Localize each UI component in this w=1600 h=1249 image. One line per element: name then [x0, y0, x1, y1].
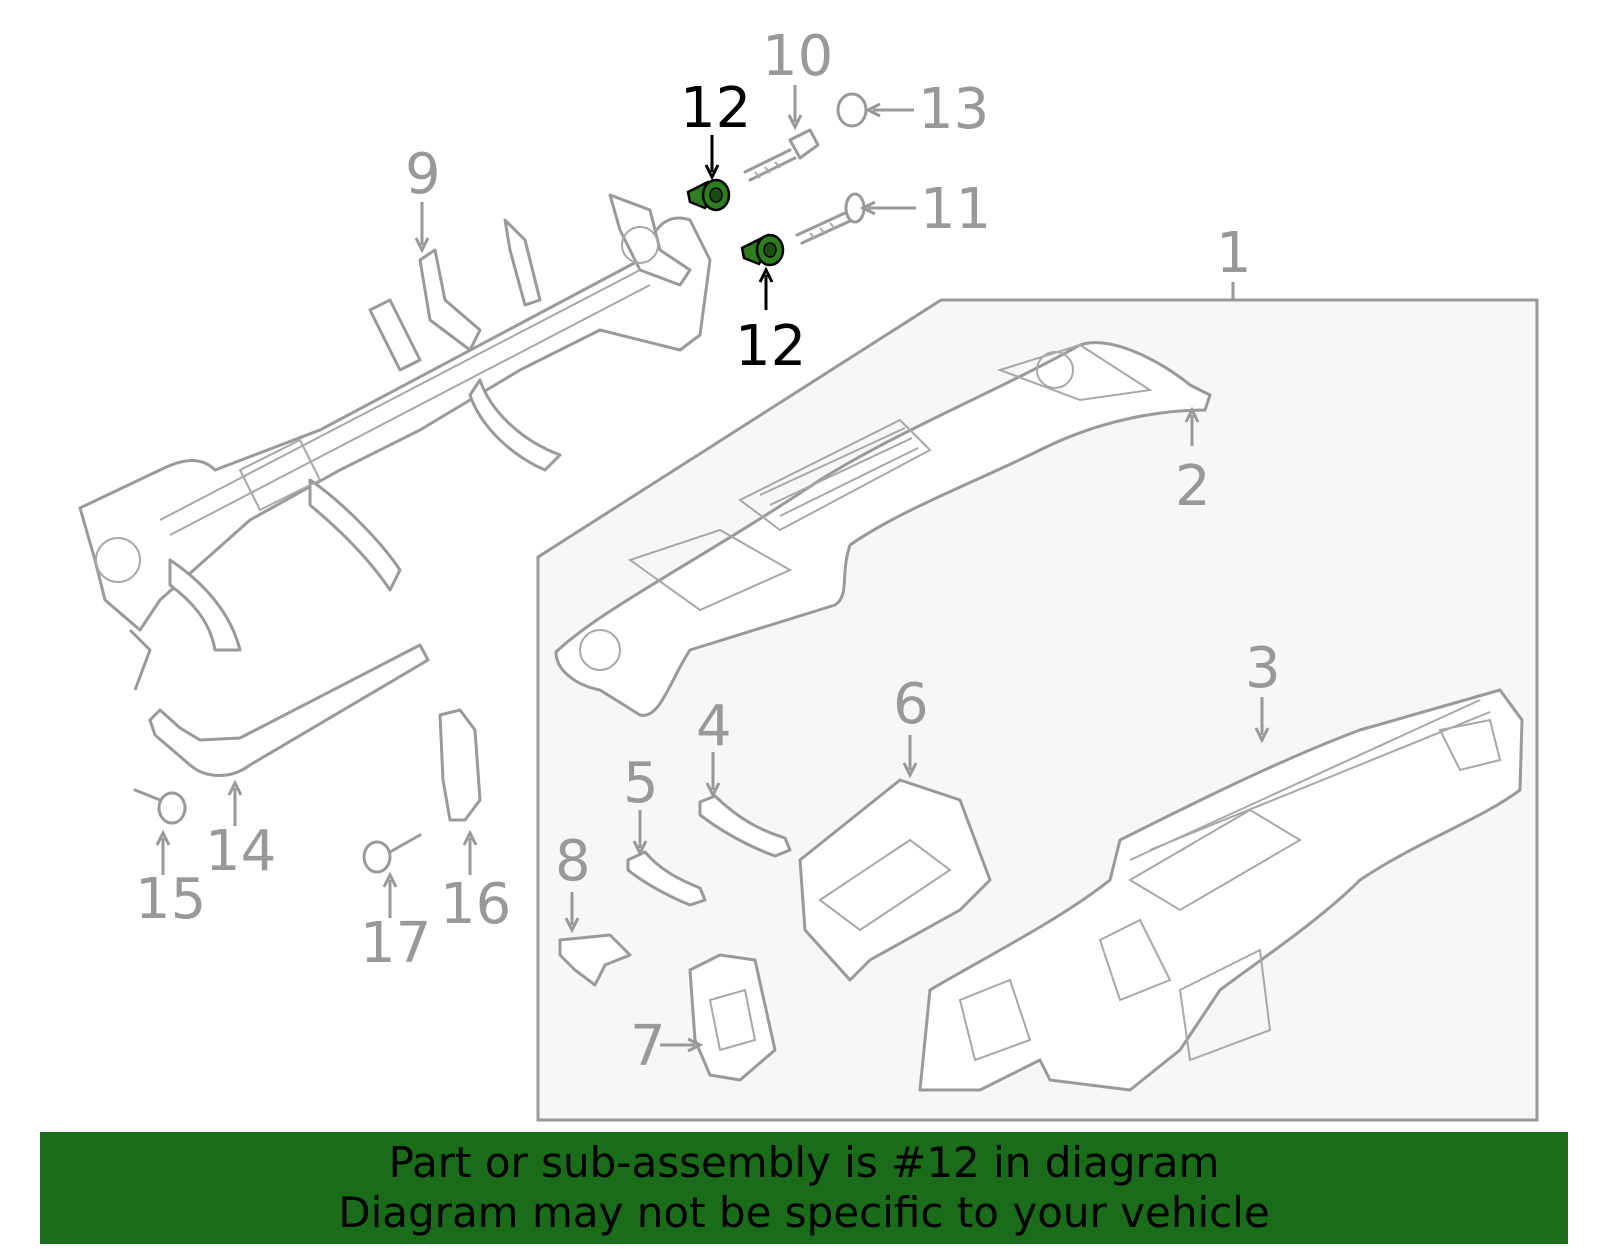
callout-8: 8 — [555, 829, 591, 894]
callout-7: 7 — [630, 1014, 666, 1079]
bolt-11 — [795, 192, 866, 245]
bracket-16 — [438, 708, 482, 822]
bolt-17 — [362, 833, 422, 874]
callout-11: 11 — [920, 177, 991, 242]
callout-1: 1 — [1216, 221, 1252, 286]
callout-10: 10 — [762, 24, 833, 89]
callout-12-lower: 12 — [735, 314, 806, 379]
callout-14: 14 — [205, 819, 276, 884]
callout-2: 2 — [1175, 454, 1211, 519]
bushing-12-upper — [686, 178, 731, 212]
callout-12-upper: 12 — [680, 76, 751, 141]
callout-6: 6 — [893, 672, 929, 737]
banner-line-2: Diagram may not be specific to your vehi… — [338, 1188, 1270, 1237]
clip-8 — [558, 933, 632, 987]
callout-13: 13 — [918, 77, 989, 142]
info-banner: Part or sub-assembly is #12 in diagram D… — [40, 1132, 1568, 1244]
bracket-5 — [626, 850, 707, 907]
bushing-12-lower — [740, 233, 785, 267]
callout-16: 16 — [440, 872, 511, 937]
leader-lines — [155, 85, 1270, 1053]
callout-15: 15 — [135, 867, 206, 932]
instrument-panel-main — [918, 688, 1524, 1092]
callout-5: 5 — [623, 751, 659, 816]
instrument-panel-upper — [554, 341, 1212, 717]
callout-4: 4 — [696, 694, 732, 759]
banner-line-1: Part or sub-assembly is #12 in diagram — [388, 1138, 1220, 1187]
cap-13 — [836, 92, 868, 128]
bolt-15 — [133, 788, 187, 825]
callout-3: 3 — [1245, 636, 1281, 701]
frame-6 — [798, 778, 992, 982]
bracket-4 — [698, 794, 792, 858]
callout-17: 17 — [360, 911, 431, 976]
reinforcement-14 — [148, 643, 430, 777]
bolt-10 — [743, 128, 820, 182]
callout-9: 9 — [405, 142, 441, 207]
cross-car-beam — [78, 193, 712, 691]
